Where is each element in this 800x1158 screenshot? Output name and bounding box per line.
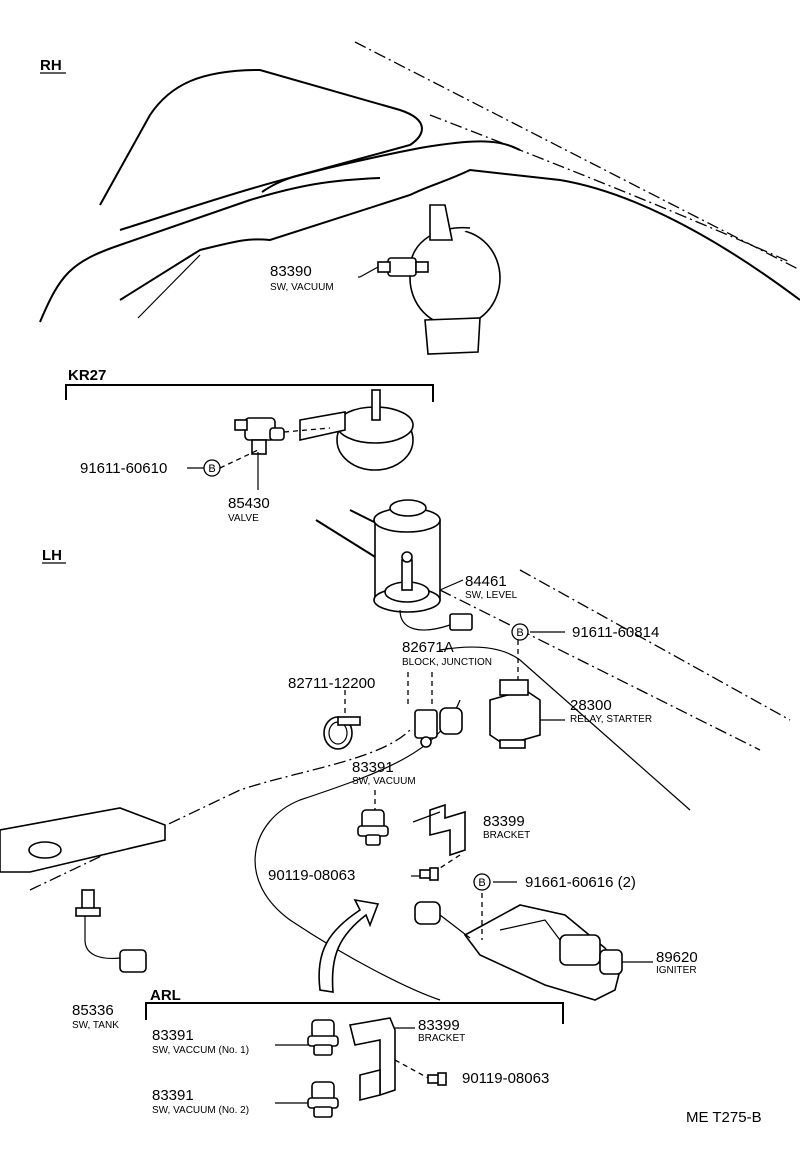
valve-85430 (219, 389, 414, 471)
svg-text:B: B (478, 877, 485, 889)
igniter-89620 (414, 893, 623, 1001)
part-name-89620: IGNITER (656, 965, 697, 976)
part-number-83399: 83399 (483, 813, 525, 830)
part-number-89620: 89620 (656, 949, 698, 966)
part-number-82711-12200: 82711-12200 (288, 675, 375, 692)
clamp-82711 (323, 690, 361, 750)
part-name-83391: SW, VACUUM (352, 776, 416, 787)
part-name-84461: SW, LEVEL (465, 590, 518, 601)
lh-body-outline (29, 509, 791, 1001)
part-name-85430: VALVE (228, 513, 259, 524)
part-number-84461: 84461 (465, 573, 507, 590)
arl-part-number-90119-08063: 90119-08063 (462, 1070, 549, 1087)
junction-block-82671a (407, 672, 463, 748)
brake-booster (409, 204, 501, 355)
part-number-85336: 85336 (72, 1002, 114, 1019)
part-number-83391: 83391 (352, 759, 394, 776)
starter-relay-28300 (489, 640, 565, 749)
part-number-91661-60616: 91661-60616 (2) (525, 874, 636, 891)
svg-text:B: B (208, 463, 215, 475)
arl-part-number-83391-no1: 83391 (152, 1027, 194, 1044)
part-name-82671a: BLOCK, JUNCTION (402, 657, 492, 668)
level-switch-84461 (373, 499, 473, 631)
arl-bracket (145, 1002, 564, 1024)
part-name-85336: SW, TANK (72, 1020, 119, 1031)
curved-arrow (318, 898, 380, 993)
section-label-kr27: KR27 (68, 367, 106, 384)
console-block (0, 807, 166, 873)
bracket-83399 (412, 803, 466, 869)
part-number-82671a: 82671A (402, 639, 454, 656)
leader-lines (187, 276, 653, 963)
section-label-arl: ARL (150, 987, 181, 1004)
arl-vacuum-switch-1 (275, 1019, 339, 1056)
bolt-90119 (411, 867, 439, 881)
part-name-83399: BRACKET (483, 830, 530, 841)
arl-part-number-83399: 83399 (418, 1017, 460, 1034)
part-number-83390: 83390 (270, 263, 312, 280)
arl-part-name-83391-no2: SW, VACUUM (No. 2) (152, 1105, 249, 1116)
svg-text:B: B (516, 627, 523, 639)
vacuum-switch-83390 (359, 257, 429, 278)
figure-code: ME T275-B (686, 1109, 762, 1126)
arl-vacuum-switch-2 (275, 1081, 339, 1118)
rh-body-outline (39, 41, 800, 323)
part-name-28300: RELAY, STARTER (570, 714, 652, 725)
b-marker-1: B (203, 459, 221, 477)
part-number-91611-60610: 91611-60610 (80, 460, 167, 477)
arl-bolt-90119 (394, 1059, 447, 1086)
b-marker-2: B (511, 623, 529, 641)
kr27-bracket (65, 384, 434, 402)
part-number-85430: 85430 (228, 495, 270, 512)
arl-part-number-83391-no2: 83391 (152, 1087, 194, 1104)
b-marker-3: B (473, 873, 491, 891)
part-name-83390: SW, VACUUM (270, 282, 334, 293)
tank-switch-85336 (75, 889, 147, 973)
part-number-91611-60814: 91611-60814 (572, 624, 659, 641)
part-number-90119-08063: 90119-08063 (268, 867, 355, 884)
arl-part-name-83391-no1: SW, VACCUM (No. 1) (152, 1045, 249, 1056)
vacuum-switch-83391 (357, 790, 389, 846)
section-label-lh: LH (42, 547, 62, 564)
arl-part-name-83399: BRACKET (418, 1033, 465, 1044)
section-label-rh: RH (40, 57, 62, 74)
arl-bracket-83399 (349, 1017, 415, 1102)
part-number-28300: 28300 (570, 697, 612, 714)
